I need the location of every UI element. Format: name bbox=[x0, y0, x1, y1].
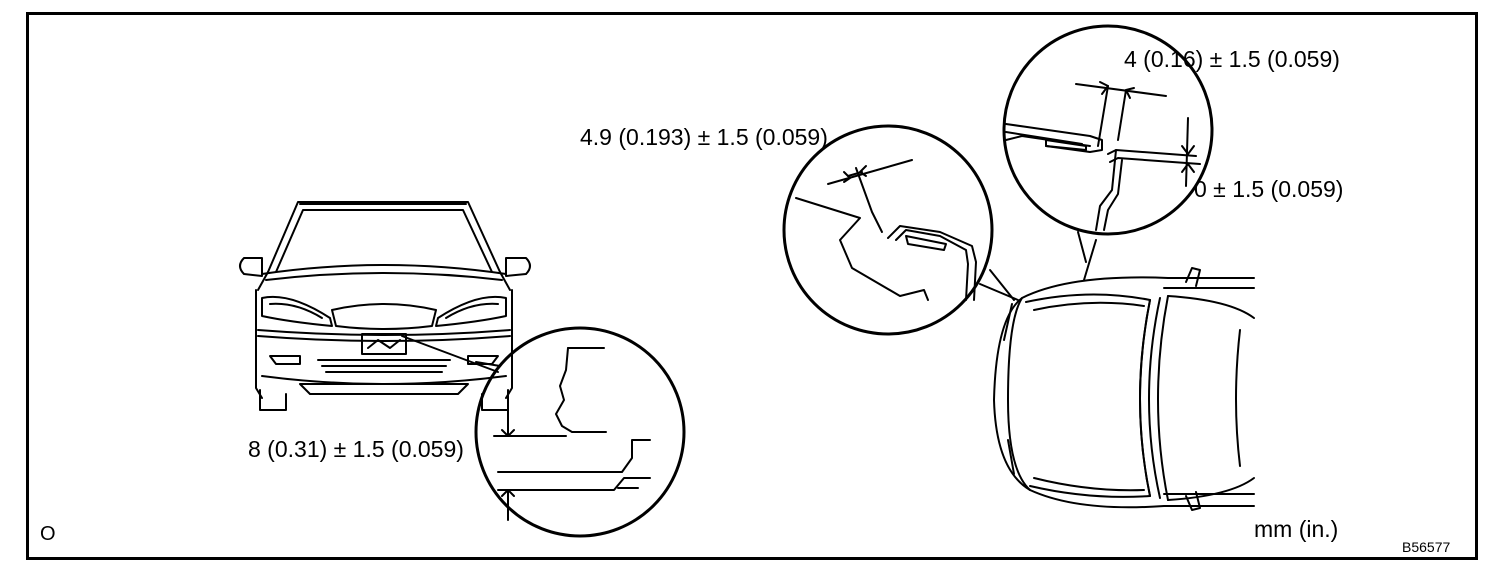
top-right-mirror bbox=[1185, 491, 1201, 511]
car-top-view bbox=[979, 239, 1255, 511]
figure-id-code: B56577 bbox=[1402, 539, 1451, 555]
corner-mark: O bbox=[40, 523, 56, 545]
hood-top-detail-circle bbox=[1002, 24, 1214, 263]
right-front-tire bbox=[481, 389, 509, 411]
license-plate bbox=[361, 333, 407, 355]
hood-fender-gap-label: 4.9 (0.193) ± 1.5 (0.059) bbox=[580, 124, 828, 150]
right-headlight bbox=[435, 295, 507, 327]
left-headlight bbox=[261, 295, 333, 327]
front-bumper-dimension-label: 8 (0.31) ± 1.5 (0.059) bbox=[248, 436, 464, 462]
hood-fender-detail-circle bbox=[782, 124, 1015, 336]
left-front-tire bbox=[259, 389, 287, 411]
bumper-detail-circle bbox=[474, 326, 686, 538]
hood-flush-label: 0 ± 1.5 (0.059) bbox=[1194, 176, 1344, 202]
right-mirror bbox=[505, 257, 531, 277]
figure-frame bbox=[26, 12, 1478, 560]
left-mirror bbox=[239, 257, 263, 277]
units-label: mm (in.) bbox=[1254, 516, 1339, 542]
hood-top-gap-label: 4 (0.16) ± 1.5 (0.059) bbox=[1124, 46, 1340, 72]
grille bbox=[331, 303, 437, 330]
car-front-view bbox=[239, 201, 531, 411]
top-left-mirror bbox=[1185, 267, 1201, 287]
